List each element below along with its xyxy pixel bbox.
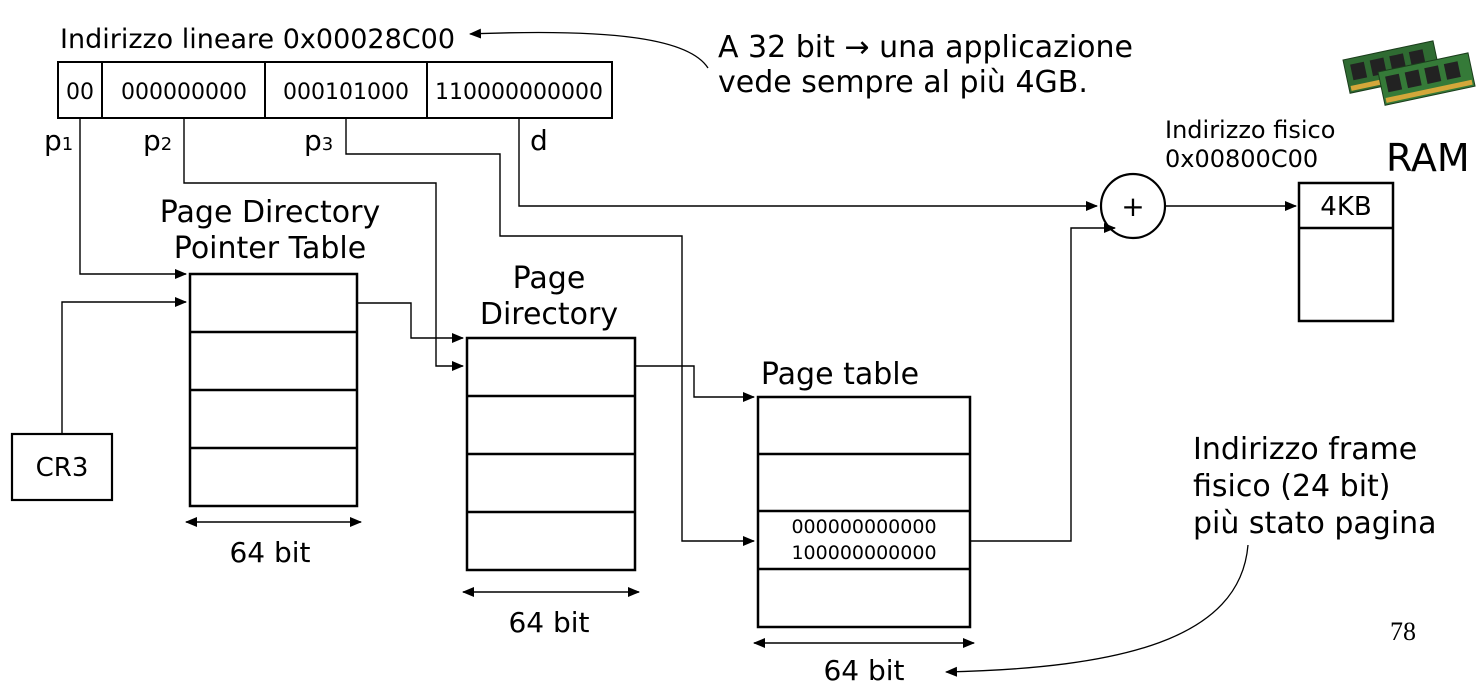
ram-page-size: 4KB — [1320, 192, 1371, 222]
cr3-register — [10, 432, 114, 502]
pd-width-label: 64 bit — [508, 606, 589, 639]
note-32bit-line1: A 32 bit → una applicazione — [718, 30, 1133, 65]
pd-title-line1: Page — [513, 261, 586, 296]
pdpt-to-pd-arrow — [357, 302, 464, 343]
note-32bit-line2: vede sempre al più 4GB. — [718, 65, 1088, 100]
pdpt-width-label: 64 bit — [229, 536, 310, 569]
frame-note-line2: fisico (24 bit) — [1193, 469, 1391, 504]
p3-arrow — [345, 118, 755, 546]
frame-to-adder-arrow — [970, 223, 1116, 542]
pt-entry-line2: 100000000000 — [791, 542, 936, 564]
label-d: d — [530, 124, 548, 157]
adder: + — [1099, 172, 1167, 240]
cr3-arrow — [61, 297, 187, 434]
field-p2-bits: 000000000 — [121, 80, 247, 105]
pdpt-title-line2: Pointer Table — [174, 231, 366, 266]
offset-arrow — [518, 118, 1098, 211]
page-directory-table — [465, 336, 637, 572]
physical-address-label: Indirizzo fisico — [1165, 116, 1335, 144]
linear-address-register: 00 000000000 000101000 110000000000 — [57, 61, 613, 119]
ram-box — [1297, 181, 1395, 323]
pd-title-line2: Directory — [480, 297, 618, 332]
pdpt-table — [188, 272, 359, 508]
label-p2: p2 — [143, 124, 172, 157]
pt-width-label: 64 bit — [823, 654, 904, 687]
frame-note-line3: più stato pagina — [1193, 506, 1437, 541]
label-p3: p3 — [304, 124, 333, 157]
linear-address-box — [57, 61, 613, 119]
page-number: 78 — [1390, 617, 1416, 646]
field-p1-bits: 00 — [66, 80, 94, 105]
pd-to-pt-arrow — [635, 365, 755, 402]
label-p1: p1 — [44, 124, 73, 157]
linear-address-label: Indirizzo lineare 0x00028C00 — [60, 24, 455, 55]
p1-arrow — [79, 118, 187, 279]
frame-note-line1: Indirizzo frame — [1193, 432, 1417, 467]
ram-label: RAM — [1386, 136, 1470, 180]
field-offset-bits: 110000000000 — [435, 80, 603, 105]
p2-arrow — [183, 118, 464, 371]
ram-block: 4KB — [1297, 181, 1395, 323]
field-p3-bits: 000101000 — [283, 80, 409, 105]
pdpt-title-line1: Page Directory — [160, 195, 380, 230]
cr3-label: CR3 — [36, 453, 89, 483]
frame-note-arrow — [945, 544, 1249, 677]
pt-title: Page table — [761, 357, 919, 392]
pt-entry-line1: 000000000000 — [791, 516, 936, 538]
page-table: 000000000000 100000000000 — [756, 395, 972, 629]
adder-symbol: + — [1121, 190, 1144, 223]
physical-address-value: 0x00800C00 — [1165, 145, 1318, 173]
note-arrow — [469, 28, 709, 69]
ram-module-icon — [1342, 40, 1476, 106]
